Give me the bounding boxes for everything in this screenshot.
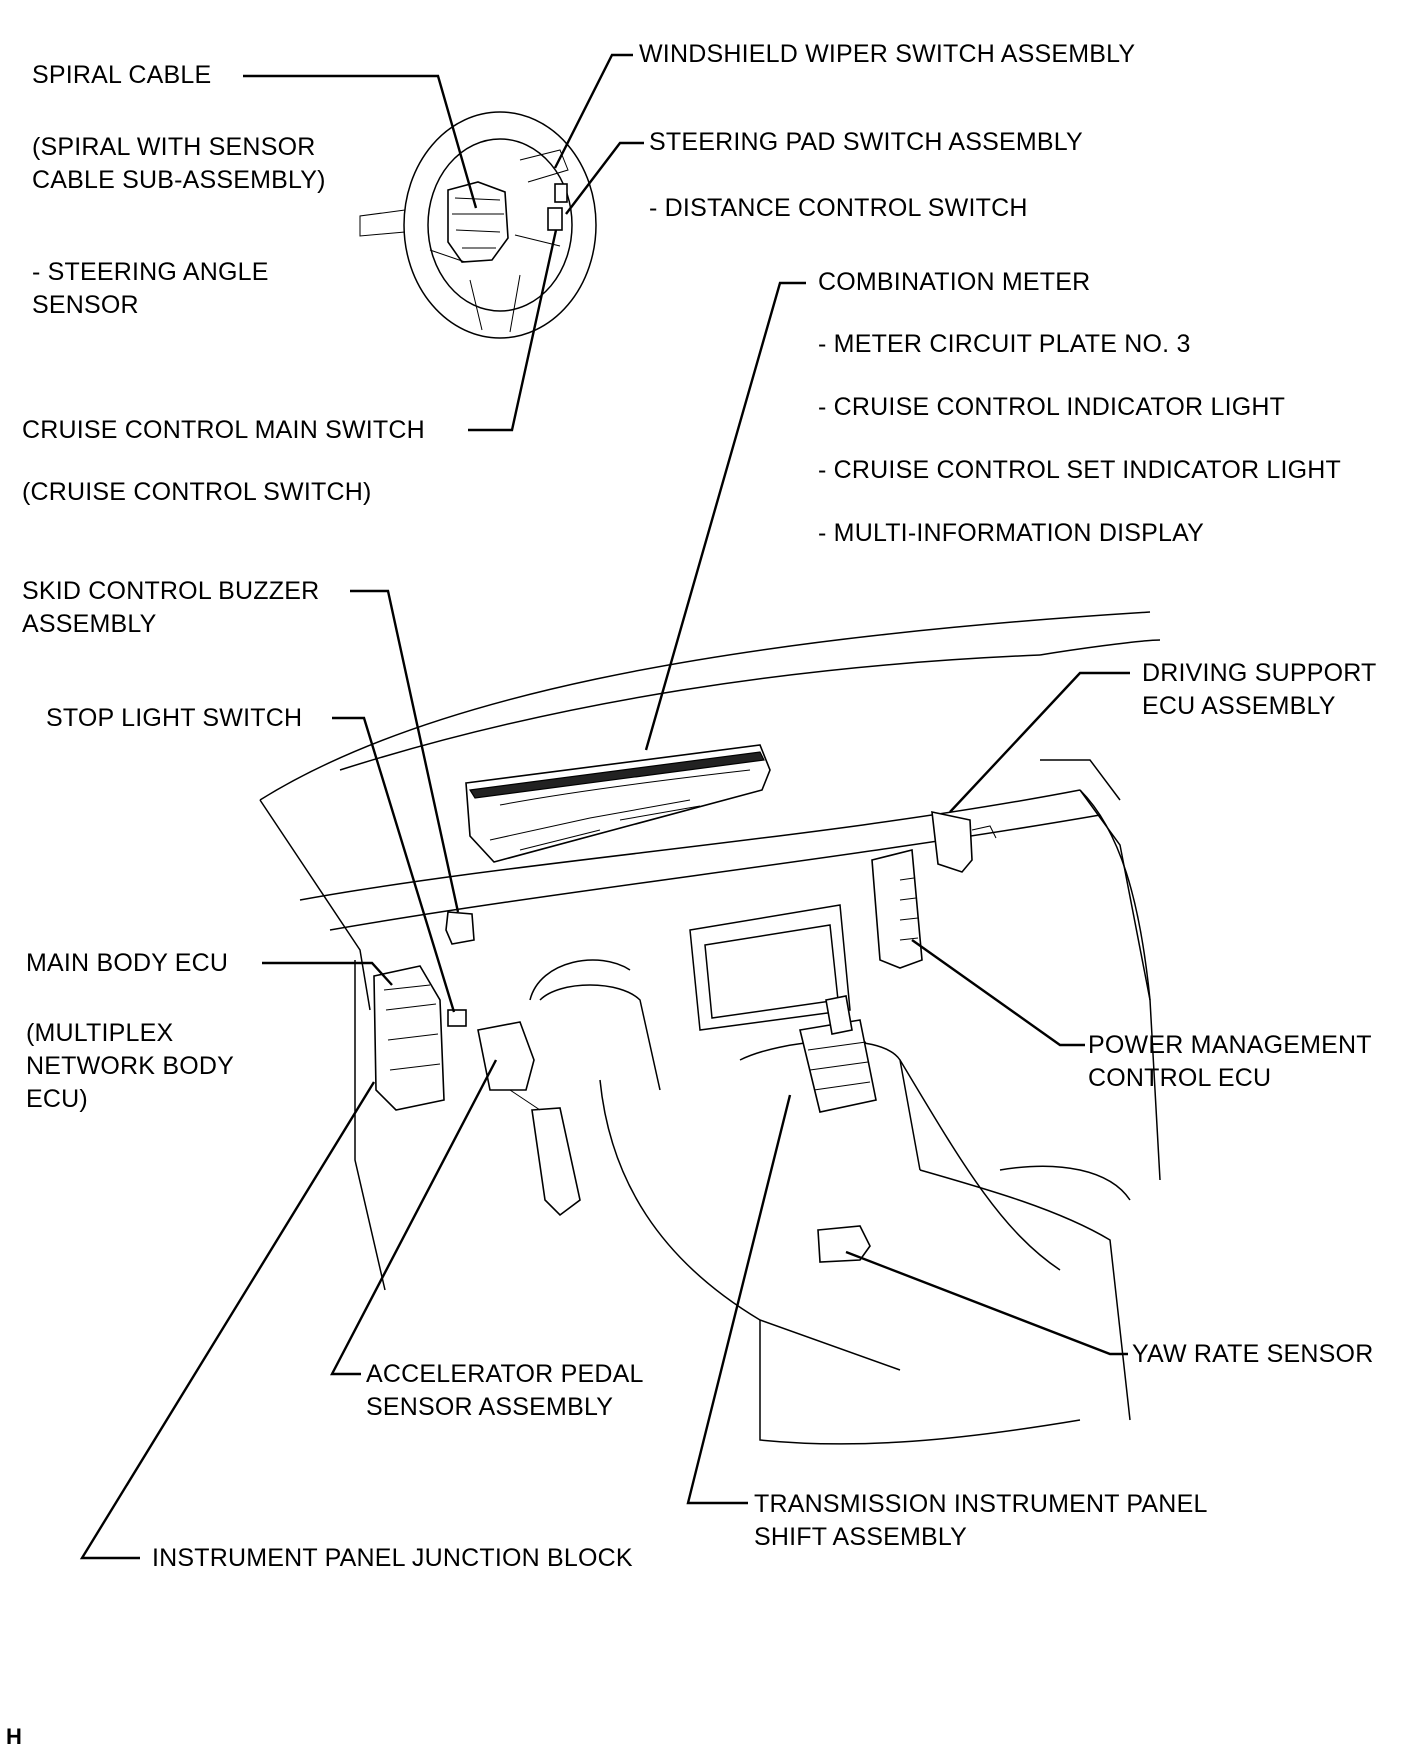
power-mgmt-label-1: POWER MANAGEMENT	[1088, 1031, 1372, 1059]
junction-block-label: INSTRUMENT PANEL JUNCTION BLOCK	[152, 1544, 633, 1572]
steering-pad-label: STEERING PAD SWITCH ASSEMBLY	[649, 128, 1083, 156]
transmission-label-2: SHIFT ASSEMBLY	[754, 1523, 968, 1551]
cruise-set-indicator-label: - CRUISE CONTROL SET INDICATOR LIGHT	[818, 456, 1341, 484]
stop-light-label: STOP LIGHT SWITCH	[46, 704, 303, 732]
distance-control-label: - DISTANCE CONTROL SWITCH	[649, 194, 1028, 222]
stop-light-switch-part	[447, 1009, 467, 1027]
accel-pedal-label-1: ACCELERATOR PEDAL	[366, 1360, 644, 1388]
meter-circuit-label: - METER CIRCUIT PLATE NO. 3	[818, 330, 1191, 358]
main-body-ecu-part	[373, 965, 445, 1111]
main-body-ecu-label: MAIN BODY ECU	[26, 949, 229, 977]
combination-meter-label: COMBINATION METER	[818, 268, 1091, 296]
yaw-rate-label: YAW RATE SENSOR	[1132, 1340, 1374, 1368]
skid-buzzer-label-1: SKID CONTROL BUZZER	[22, 577, 320, 605]
driving-support-label-1: DRIVING SUPPORT	[1142, 659, 1377, 687]
shift-assembly-part	[799, 995, 877, 1113]
skid-buzzer-label-2: ASSEMBLY	[22, 610, 157, 638]
driving-support-label-2: ECU ASSEMBLY	[1142, 692, 1336, 720]
steering-wheel-icon	[359, 111, 597, 339]
multi-info-label: - MULTI-INFORMATION DISPLAY	[818, 519, 1204, 547]
cruise-control-switch-label: (CRUISE CONTROL SWITCH)	[22, 478, 372, 506]
accel-pedal-label-2: SENSOR ASSEMBLY	[366, 1393, 614, 1421]
combination-meter-part	[465, 744, 771, 863]
spiral-with-sensor-label-2: CABLE SUB-ASSEMBLY)	[32, 166, 326, 194]
steering-angle-label-1: - STEERING ANGLE	[32, 258, 269, 286]
transmission-label-1: TRANSMISSION INSTRUMENT PANEL	[754, 1490, 1208, 1518]
multiplex-label-1: (MULTIPLEX	[26, 1019, 174, 1047]
yaw-rate-sensor-part	[817, 1225, 871, 1263]
spiral-cable-label: SPIRAL CABLE	[32, 61, 212, 89]
multiplex-label-2: NETWORK BODY	[26, 1052, 234, 1080]
accelerator-pedal-part	[477, 1021, 581, 1217]
skid-buzzer-part	[445, 911, 475, 945]
steering-angle-label-2: SENSOR	[32, 291, 139, 319]
multiplex-label-3: ECU)	[26, 1085, 88, 1113]
driving-support-ecu-part	[931, 810, 997, 873]
spiral-with-sensor-label-1: (SPIRAL WITH SENSOR	[32, 133, 316, 161]
wiper-switch-label: WINDSHIELD WIPER SWITCH ASSEMBLY	[639, 40, 1136, 68]
cruise-main-switch-label: CRUISE CONTROL MAIN SWITCH	[22, 416, 425, 444]
cruise-indicator-label: - CRUISE CONTROL INDICATOR LIGHT	[818, 393, 1286, 421]
power-management-ecu-part	[871, 848, 923, 969]
leader-lines	[79, 53, 1130, 1560]
corner-mark: H	[6, 1724, 22, 1749]
power-mgmt-label-2: CONTROL ECU	[1088, 1064, 1272, 1092]
